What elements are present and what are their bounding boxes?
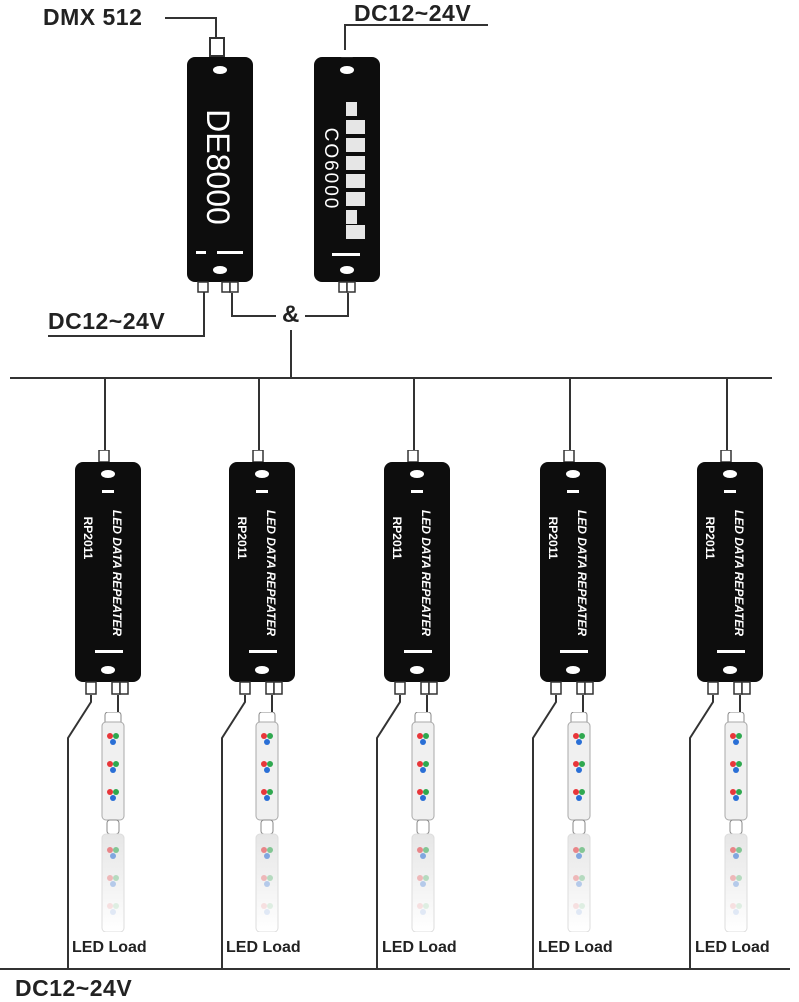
dmx-input-label: DMX 512	[43, 4, 143, 30]
repeater-title: LED DATA REPEATER	[110, 509, 124, 637]
repeater-title: LED DATA REPEATER	[732, 509, 746, 637]
decoder-co6000: CO6000	[314, 57, 380, 293]
controller-de8000: DE8000	[187, 57, 253, 293]
repeater-model: RP2011	[546, 516, 560, 560]
repeater-unit: LED DATA REPEATER RP2011	[229, 450, 295, 700]
repeater-title: LED DATA REPEATER	[575, 509, 589, 637]
led-cluster	[417, 733, 429, 801]
bottom-power-label: DC12~24V	[15, 975, 133, 1001]
repeater-model: RP2011	[703, 516, 717, 560]
led-cluster	[107, 733, 119, 801]
led-strip	[253, 711, 281, 933]
repeater-unit: LED DATA REPEATER RP2011	[697, 450, 763, 700]
repeater-model: RP2011	[390, 516, 404, 560]
decoder-name: CO6000	[320, 127, 341, 211]
led-load-label: LED Load	[226, 939, 301, 956]
controller-data-wire	[231, 293, 276, 317]
led-cluster	[573, 733, 585, 801]
led-cluster	[730, 733, 742, 801]
repeater-power-wire	[689, 695, 714, 969]
repeater-unit: LED DATA REPEATER RP2011	[540, 450, 606, 700]
combine-symbol: &	[282, 301, 300, 328]
led-strip	[722, 711, 750, 933]
led-load-label: LED Load	[695, 939, 770, 956]
led-strip	[565, 711, 593, 933]
decoder-data-wire	[305, 293, 349, 317]
decoder-power-label: DC12~24V	[354, 0, 472, 26]
decoder-power-wire	[344, 24, 488, 50]
repeater-power-wire	[221, 695, 246, 969]
led-cluster	[261, 733, 273, 801]
repeater-power-wire	[532, 695, 557, 969]
repeater-title: LED DATA REPEATER	[264, 509, 278, 637]
repeater-unit: LED DATA REPEATER RP2011	[75, 450, 141, 700]
controller-power-label: DC12~24V	[48, 308, 166, 334]
repeater-model: RP2011	[235, 516, 249, 560]
repeater-unit: LED DATA REPEATER RP2011	[384, 450, 450, 700]
controller-power-wire	[48, 290, 205, 337]
repeater-title: LED DATA REPEATER	[419, 509, 433, 637]
repeater-power-wire	[376, 695, 401, 969]
repeater-model: RP2011	[81, 516, 95, 560]
dmx-input-wire	[165, 17, 217, 38]
led-strip	[99, 711, 127, 933]
led-load-label: LED Load	[72, 939, 147, 956]
led-strip	[409, 711, 437, 933]
dmx-connector	[209, 37, 225, 57]
led-load-label: LED Load	[538, 939, 613, 956]
led-load-label: LED Load	[382, 939, 457, 956]
controller-name: DE8000	[200, 109, 236, 225]
repeater-power-wire	[67, 695, 92, 969]
